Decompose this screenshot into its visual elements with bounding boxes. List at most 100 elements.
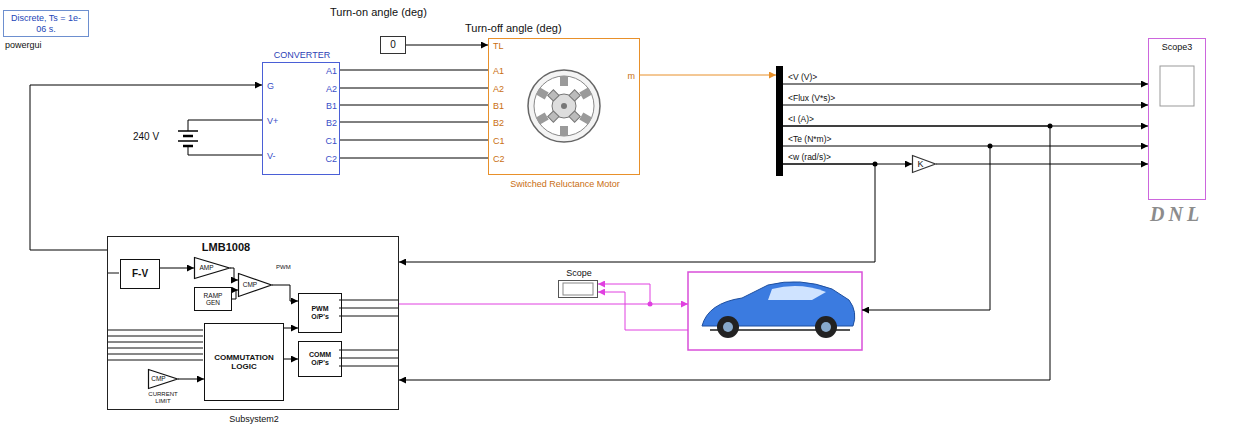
converter-block: CONVERTERGV+V-A1A2B1B2C1C2 — [262, 62, 340, 175]
comparator-symbol: CMP — [238, 273, 272, 297]
output-stage: COMM O/P's — [298, 341, 342, 377]
subsystem-wiring — [108, 342, 203, 343]
signal-name: <Flux (V*s)> — [788, 94, 835, 104]
signal-line — [284, 359, 298, 360]
vehicle-picture — [688, 272, 862, 350]
port-label: C1 — [493, 136, 505, 146]
motor-icon — [536, 113, 549, 125]
port-label: C2 — [493, 154, 505, 164]
signal-name: PWM — [276, 264, 291, 271]
motor-block: TLA1A2B1B2C1C2mSwitched Reluctance Motor — [488, 38, 640, 175]
block-name: Subsystem2 — [229, 414, 279, 424]
port-label: V- — [267, 151, 276, 161]
subsystem-wiring — [108, 348, 203, 349]
port-label: TL — [493, 41, 504, 51]
subsystem-wiring — [108, 354, 203, 355]
voltage-label: 240 V — [133, 131, 159, 143]
motor-icon — [548, 90, 559, 101]
block-name: CONVERTER — [274, 50, 330, 60]
ramp-generator: RAMP GEN — [194, 287, 232, 311]
port-label: m — [628, 71, 636, 81]
logic-block: COMMUTATION LOGIC — [204, 323, 284, 401]
signal-line — [399, 126, 1050, 380]
subsystem-wiring — [339, 300, 398, 301]
triangle-outline — [239, 274, 272, 297]
motor-icon — [534, 76, 594, 136]
subsystem-wiring — [339, 308, 398, 309]
signal-line — [340, 70, 488, 71]
signal-line — [284, 328, 298, 329]
motor-icon — [560, 126, 568, 136]
motor-icon — [536, 76, 592, 136]
subsystem-wiring — [339, 366, 398, 367]
signal-wire — [650, 304, 688, 305]
port-label: A1 — [493, 66, 504, 76]
battery-symbol — [178, 140, 198, 142]
constant-value: 0 — [390, 39, 396, 51]
scope-screen — [1160, 66, 1194, 106]
signal-line — [936, 164, 1148, 165]
port-label: V+ — [267, 116, 278, 126]
scope-block: Scope — [558, 280, 598, 298]
signal-line — [783, 84, 1148, 85]
block-name: Scope — [566, 268, 592, 278]
signal-line — [399, 284, 650, 304]
gain-value: K — [917, 159, 923, 169]
stage-name: COMM O/P's — [302, 351, 338, 367]
motor-icon — [569, 111, 580, 122]
signal-wire — [598, 146, 990, 330]
battery-symbol — [188, 146, 262, 155]
stage-name: PWM O/P's — [302, 305, 338, 321]
signal-line — [340, 122, 488, 123]
junction-dot — [648, 124, 1053, 307]
motor-icon — [548, 111, 559, 122]
battery-symbol — [178, 120, 262, 155]
subsystem-wiring — [339, 350, 398, 351]
signal-line — [272, 285, 298, 301]
stage-name: CMP — [243, 281, 257, 288]
converter-stage: F-V — [120, 259, 160, 289]
subsystem-block: LMB1008Subsystem2F-VAMPCMPRAMP GENPWM O/… — [107, 236, 399, 410]
signal-line — [783, 105, 1148, 106]
port-label: B1 — [326, 101, 337, 111]
signal-line — [340, 88, 488, 89]
port-label: A2 — [493, 84, 504, 94]
signal-line — [340, 158, 488, 159]
signal-name: <V (V)> — [788, 73, 817, 83]
port-label: A2 — [326, 84, 337, 94]
stage-name: AMP — [199, 264, 213, 271]
port-label: B2 — [326, 118, 337, 128]
motor-icon — [536, 88, 549, 100]
scope-block: Scope3 — [1148, 38, 1206, 200]
signal-name: <w (rad/s)> — [788, 153, 831, 163]
solver-block: Discrete, Ts = 1e-06 s.powergui — [3, 10, 89, 37]
stage-caption: CURRENT LIMIT — [143, 391, 183, 405]
subsystem-wiring — [108, 336, 203, 337]
signal-name: <I (A)> — [788, 115, 814, 125]
signal-line — [178, 379, 204, 380]
port-label: A1 — [326, 66, 337, 76]
stage-name: F-V — [132, 268, 148, 280]
subsystem-wiring — [108, 330, 203, 331]
signal-line — [406, 45, 488, 46]
stage-name: COMMUTATION LOGIC — [208, 353, 280, 371]
port-label: C1 — [325, 136, 337, 146]
parameter-label: Turn-on angle (deg) — [330, 6, 427, 19]
comparator-symbol: CMPCURRENT LIMIT — [148, 369, 178, 389]
battery-symbol — [188, 120, 262, 131]
subsystem-wiring — [108, 273, 119, 274]
signal-wire — [862, 146, 990, 310]
motor-icon — [528, 70, 600, 142]
motor-icon — [579, 88, 592, 100]
triangle-outline — [913, 156, 936, 173]
stage-name: RAMP GEN — [198, 292, 228, 307]
signal-line — [399, 164, 875, 262]
motor-icon — [569, 90, 580, 101]
signal-line — [232, 290, 238, 299]
chip-name: LMB1008 — [202, 241, 250, 254]
subsystem-wiring — [339, 316, 398, 317]
port-label: G — [267, 81, 274, 91]
battery-symbol — [183, 135, 193, 138]
battery-symbol — [178, 130, 198, 132]
